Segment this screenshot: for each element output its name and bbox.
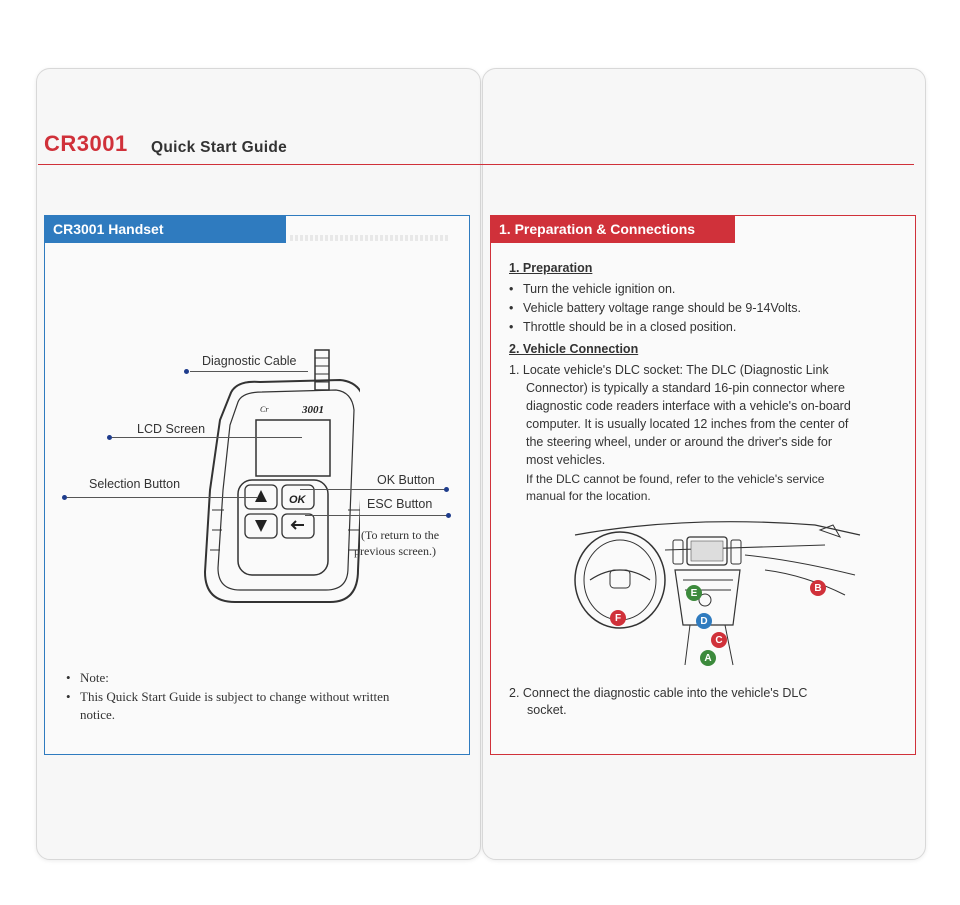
note-text-line1: •This Quick Start Guide is subject to ch…	[66, 689, 390, 704]
title-brand: CR3001	[44, 131, 128, 156]
esc-note-line1: (To return to the	[361, 528, 440, 542]
esc-note-line2: previous screen.)	[354, 544, 436, 558]
preparation-box	[490, 215, 916, 755]
callout-diagnostic-cable: Diagnostic Cable	[202, 354, 297, 368]
preparation-item: •Vehicle battery voltage range should be…	[509, 301, 801, 315]
callout-line-esc	[305, 515, 448, 516]
callout-dot-cable	[184, 369, 189, 374]
location-marker-c: C	[711, 632, 727, 648]
callout-dot-selection	[62, 495, 67, 500]
connection-step1-line: Connector) is typically a standard 16-pi…	[526, 381, 845, 395]
location-marker-d: D	[696, 613, 712, 629]
callout-dot-ok	[444, 487, 449, 492]
callout-esc-button: ESC Button	[367, 497, 433, 511]
connection-note-line: manual for the location.	[526, 489, 651, 503]
header-tail-pattern	[290, 235, 450, 241]
connection-step1-line: the steering wheel, under or around the …	[526, 435, 833, 449]
callout-line-lcd	[112, 437, 302, 438]
location-marker-e: E	[686, 585, 702, 601]
handset-header: CR3001 Handset	[44, 215, 286, 243]
dashboard-diagram	[574, 521, 861, 666]
handset-illustration: 3001 Cr OK	[203, 349, 360, 603]
note-text-line2: notice.	[80, 707, 116, 722]
connection-heading: 2. Vehicle Connection	[509, 342, 639, 356]
preparation-item: •Turn the vehicle ignition on.	[509, 282, 676, 296]
svg-text:Cr: Cr	[260, 405, 269, 414]
preparation-item: •Throttle should be in a closed position…	[509, 320, 737, 334]
note-label: •Note:	[66, 670, 109, 685]
callout-dot-esc	[446, 513, 451, 518]
preparation-header: 1. Preparation & Connections	[490, 215, 735, 243]
preparation-heading: 1. Preparation	[509, 261, 593, 275]
location-marker-b: B	[810, 580, 826, 596]
device-ok-key: OK	[289, 494, 307, 506]
connection-step2-line: 2. Connect the diagnostic cable into the…	[509, 686, 808, 700]
title-divider	[38, 164, 914, 165]
title-subtitle: Quick Start Guide	[151, 139, 288, 156]
connection-step2-line: socket.	[527, 703, 567, 717]
connection-step1-line: 1. Locate vehicle's DLC socket: The DLC …	[509, 363, 829, 377]
device-model-text: 3001	[301, 404, 324, 416]
callout-selection-button: Selection Button	[89, 477, 181, 491]
callout-dot-lcd	[107, 435, 112, 440]
callout-line-ok	[300, 489, 446, 490]
callout-ok-button: OK Button	[377, 473, 435, 487]
location-marker-f: F	[610, 610, 626, 626]
connection-step1-line: computer. It is usually located 12 inche…	[526, 417, 849, 431]
connection-step1-line: most vehicles.	[526, 453, 606, 467]
connection-step1-line: diagnostic code readers interface with a…	[526, 399, 851, 413]
callout-lcd-screen: LCD Screen	[137, 422, 206, 436]
callout-line-selection	[67, 497, 257, 498]
connection-note-line: If the DLC cannot be found, refer to the…	[526, 472, 825, 486]
location-marker-a: A	[700, 650, 716, 666]
callout-line-cable	[190, 371, 308, 372]
